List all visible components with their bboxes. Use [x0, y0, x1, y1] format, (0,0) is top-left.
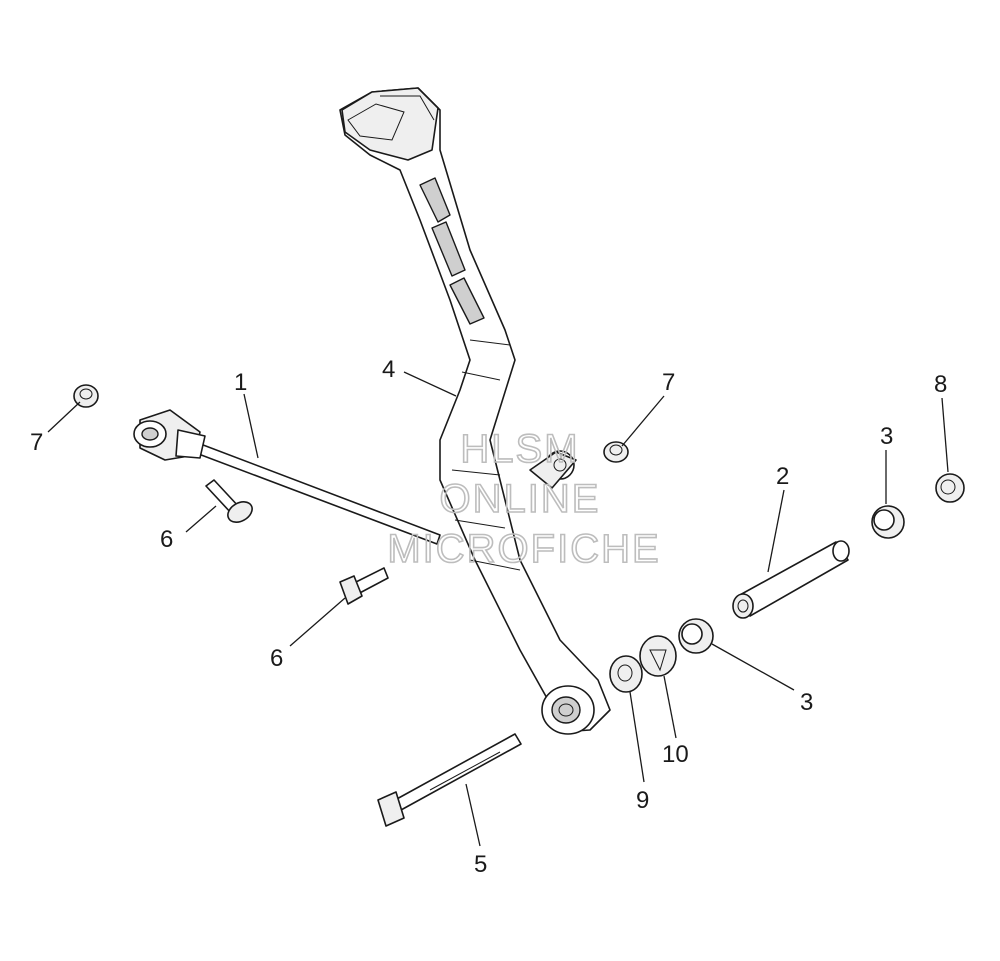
washer-part-10 — [639, 635, 677, 677]
watermark-line-1: HLSM — [460, 427, 579, 471]
lever-part-4 — [339, 87, 611, 735]
bushing-part-3-right — [871, 505, 905, 539]
bolt-part-6-upper — [205, 479, 253, 523]
bolt-part-5 — [377, 733, 522, 827]
leader-lines — [47, 371, 949, 847]
callout-2: 2 — [776, 463, 789, 490]
bolt-part-6-lower — [339, 567, 389, 605]
callout-1: 1 — [234, 369, 247, 396]
callout-3-upper: 3 — [880, 423, 893, 450]
callout-3-lower: 3 — [800, 689, 813, 716]
callout-7-right: 7 — [662, 369, 675, 396]
callout-4: 4 — [382, 356, 395, 383]
callout-6-lower: 6 — [270, 645, 283, 672]
nut-part-7-right — [603, 441, 629, 463]
rod-part-1 — [133, 409, 441, 545]
washer-part-9 — [609, 655, 643, 693]
callout-10: 10 — [662, 741, 689, 768]
callout-8: 8 — [934, 371, 947, 398]
callout-5: 5 — [474, 851, 487, 878]
watermark-line-2: ONLINE — [440, 477, 601, 521]
bushing-part-3-left — [678, 618, 714, 654]
callout-7-left: 7 — [30, 429, 43, 456]
callout-9: 9 — [636, 787, 649, 814]
nut-part-7-left — [73, 384, 99, 408]
callouts: 1 4 7 6 6 7 8 3 2 3 10 9 5 — [30, 356, 947, 878]
callout-6-upper: 6 — [160, 526, 173, 553]
watermark-line-3: MICROFICHE — [387, 527, 660, 571]
watermark: HLSM ONLINE MICROFICHE — [387, 426, 660, 572]
sleeve-part-2 — [732, 540, 850, 619]
nut-part-8 — [935, 473, 965, 503]
